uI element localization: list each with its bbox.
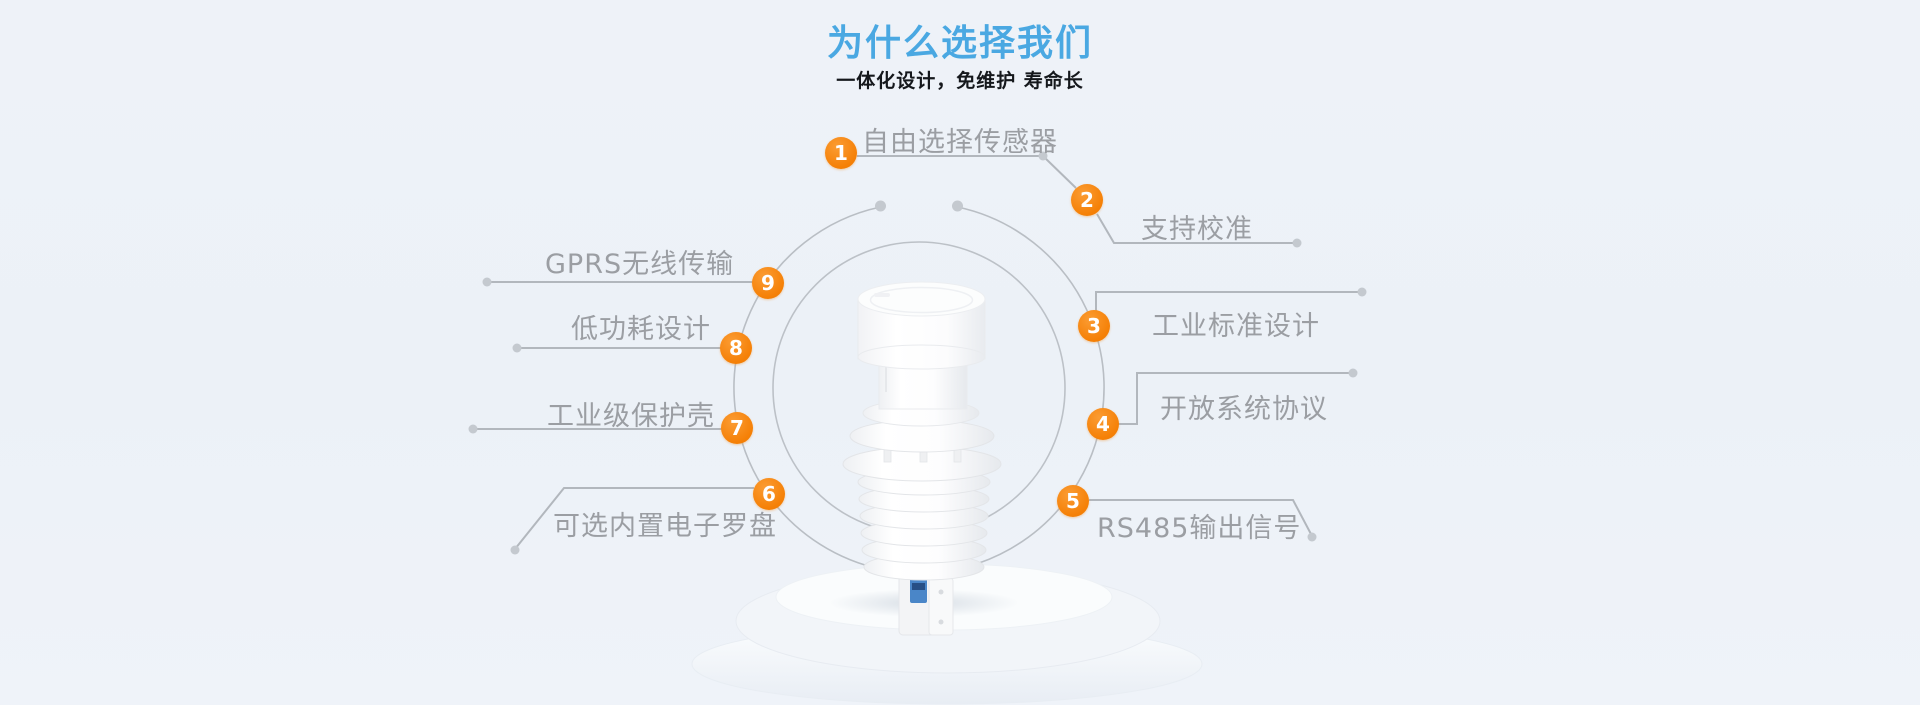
feature-label-8: 低功耗设计 (571, 314, 711, 345)
section-title: 为什么选择我们 (826, 23, 1093, 64)
feature-label-4: 开放系统协议 (1160, 394, 1328, 425)
feature-badge-6: 6 (753, 478, 785, 510)
connector-line-5 (1089, 499, 1313, 537)
feature-badge-2: 2 (1071, 184, 1103, 216)
mount-plate (928, 577, 954, 636)
weather-sensor-illustration (842, 281, 1002, 636)
callout-end-dots (468, 151, 1367, 555)
connector-dot-7 (468, 424, 478, 434)
plate-screw-top (938, 589, 944, 595)
connector-dot-5 (1307, 532, 1317, 542)
feature-label-7: 工业级保护壳 (547, 401, 715, 432)
connector-pin-2 (912, 583, 925, 590)
feature-label-9: GPRS无线传输 (545, 249, 735, 280)
connector-dot-1 (1038, 151, 1048, 161)
feature-badge-3: 3 (1078, 310, 1110, 342)
connector-dot-8 (512, 343, 522, 353)
feature-badge-1: 1 (825, 137, 857, 169)
feature-label-2: 支持校准 (1141, 214, 1253, 245)
feature-label-1: 自由选择传感器 (862, 127, 1058, 158)
feature-badge-5: 5 (1057, 485, 1089, 517)
connector-line-2 (1096, 213, 1297, 244)
feature-badge-8: 8 (720, 332, 752, 364)
ring-gap-dot-right (952, 200, 963, 212)
feature-label-5: RS485输出信号 (1097, 513, 1302, 544)
ring-gap-dot-left (875, 200, 886, 212)
feature-badge-7: 7 (721, 412, 753, 444)
sensor-cap-bottom-rim (857, 344, 986, 370)
feature-badge-9: 9 (752, 267, 784, 299)
connector-dot-2 (1292, 238, 1302, 248)
connector-dot-6 (510, 545, 520, 555)
connector-dot-3 (1357, 287, 1367, 297)
section-subtitle: 一体化设计，免维护 寿命长 (836, 70, 1084, 92)
sensor-louver-stack (857, 468, 991, 581)
plate-screw-bottom (938, 619, 944, 625)
cap-notch (874, 293, 890, 297)
connector-line-3 (1095, 291, 1362, 311)
connector-dot-9 (482, 277, 492, 287)
feature-label-3: 工业标准设计 (1152, 311, 1320, 342)
feature-label-6: 可选内置电子罗盘 (553, 511, 777, 542)
connector-dot-4 (1348, 368, 1358, 378)
feature-badge-4: 4 (1087, 408, 1119, 440)
sensor-cap-seam (869, 286, 974, 314)
connector-line-4 (1118, 372, 1353, 425)
connector-line-1 (857, 155, 1077, 189)
connector-line-6 (514, 487, 754, 550)
